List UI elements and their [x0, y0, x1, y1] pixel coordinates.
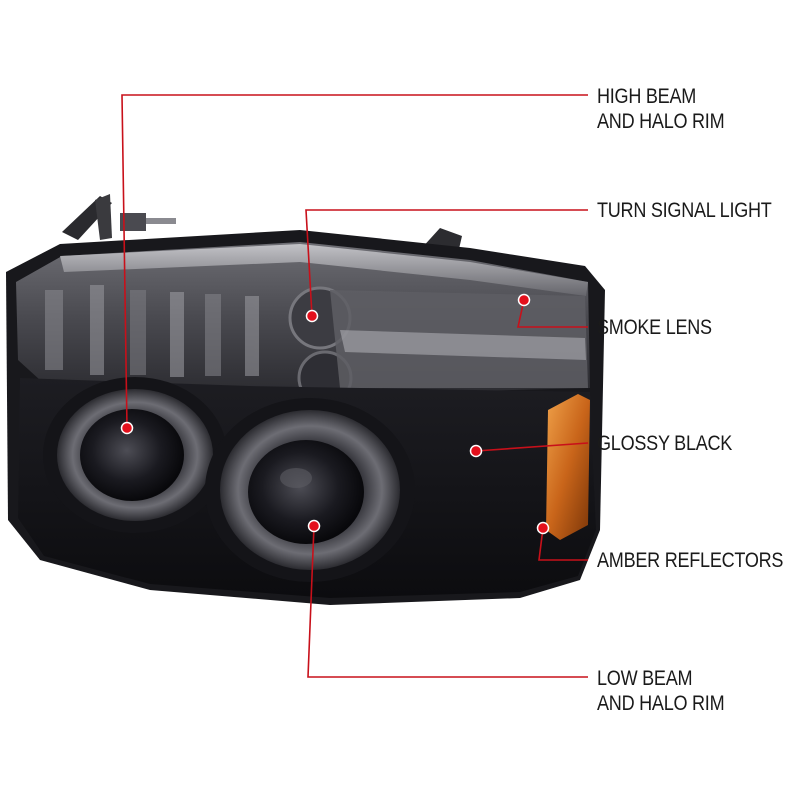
reflector-ribs: [45, 285, 259, 377]
callout-text: GLOSSY BLACK: [597, 432, 733, 455]
callout-label-low-beam: LOW BEAM AND HALO RIM: [597, 666, 725, 716]
callout-dot-turn-signal: [305, 309, 319, 323]
callout-text: TURN SIGNAL LIGHT: [597, 199, 772, 222]
callout-text: LOW BEAM: [597, 667, 693, 690]
callout-line-high-beam: [121, 94, 588, 429]
callout-dot-glossy-black: [469, 444, 483, 458]
chrome-trim-top: [60, 244, 588, 296]
callout-line-glossy-black: [475, 442, 589, 452]
callout-dot-low-beam: [307, 519, 321, 533]
callout-text: AND HALO RIM: [597, 110, 725, 133]
callout-label-glossy-black: GLOSSY BLACK: [597, 431, 732, 456]
callout-dot-smoke-lens: [517, 293, 531, 307]
callout-text: AND HALO RIM: [597, 692, 725, 715]
callout-line-smoke-lens: [517, 299, 588, 328]
amber-reflector: [546, 394, 590, 540]
callout-label-smoke-lens: SMOKE LENS: [597, 315, 712, 340]
callout-line-turn-signal: [305, 209, 588, 317]
callout-text: SMOKE LENS: [597, 316, 712, 339]
low-beam-projector: [205, 398, 415, 582]
callout-line-low-beam: [307, 525, 588, 678]
callout-text: HIGH BEAM: [597, 85, 697, 108]
callout-label-high-beam: HIGH BEAM AND HALO RIM: [597, 84, 725, 134]
callout-label-amber-reflectors: AMBER REFLECTORS: [597, 548, 783, 573]
callout-dots: [120, 293, 550, 535]
callout-lines: [121, 94, 589, 678]
callout-dot-amber: [536, 521, 550, 535]
callout-line-amber: [538, 527, 588, 561]
high-beam-projector: [43, 377, 227, 533]
callout-label-turn-signal: TURN SIGNAL LIGHT: [597, 198, 772, 223]
callout-text: AMBER REFLECTORS: [597, 549, 784, 572]
callout-dot-high-beam: [120, 421, 134, 435]
